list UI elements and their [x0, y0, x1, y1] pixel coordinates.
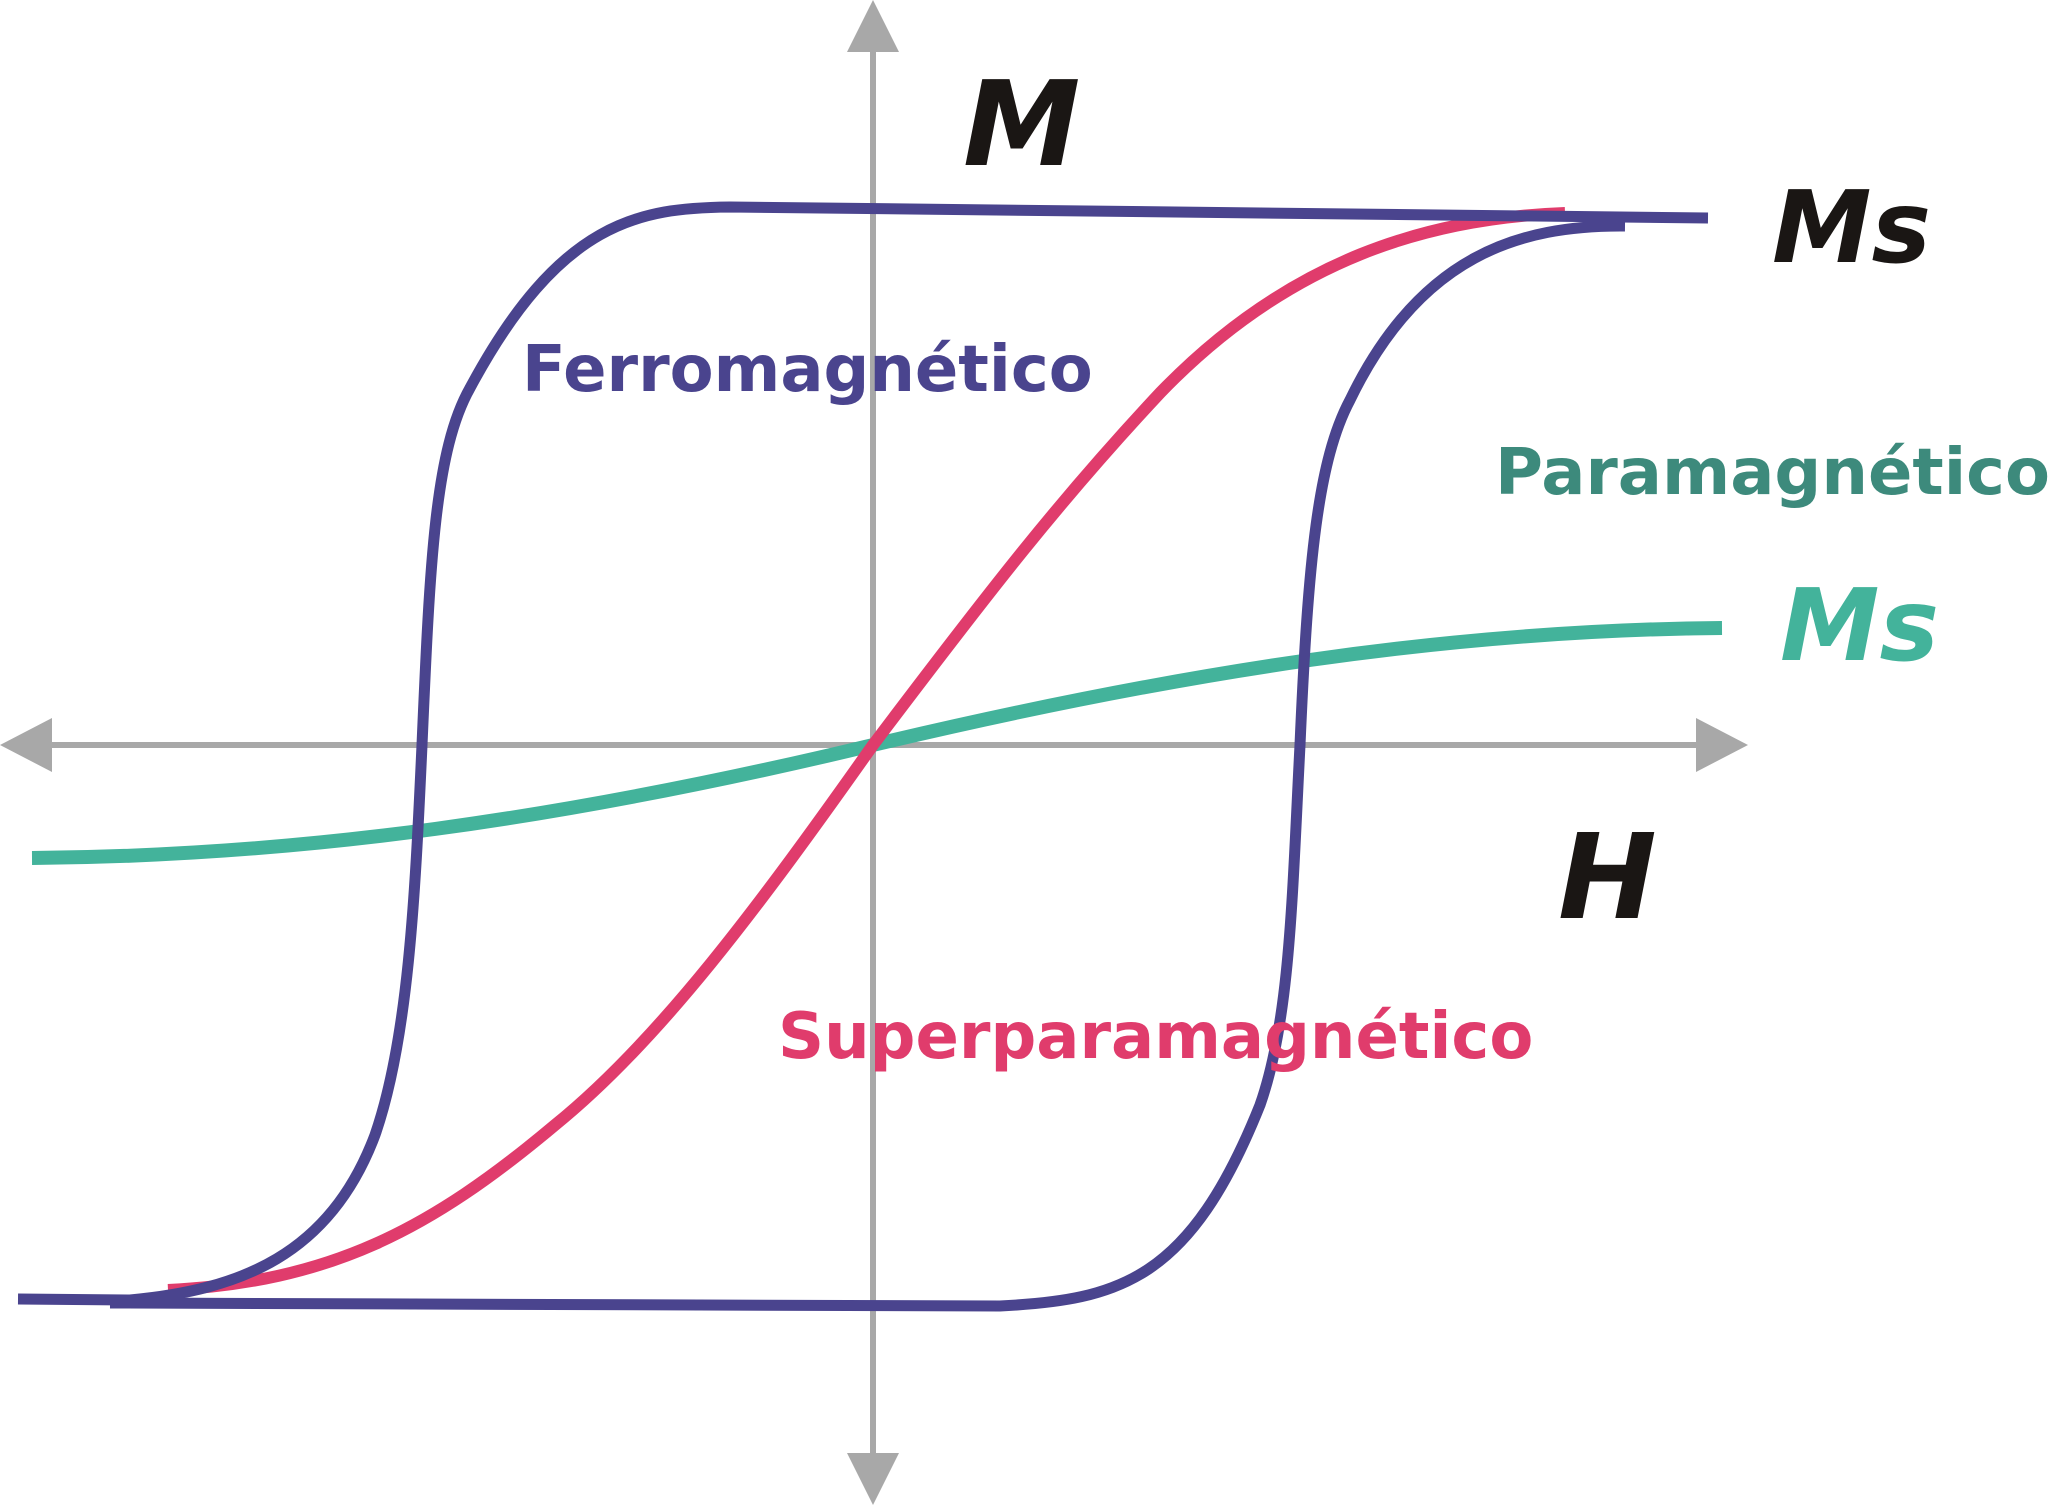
m-axis-label: M [963, 55, 1080, 193]
paramagnetic-label: Paramagnético [1495, 436, 2050, 510]
h-axis-right-arrow [1696, 718, 1748, 772]
ferromagnetic-curve [17, 201, 1709, 1306]
m-axis-bottom-arrow [847, 1453, 899, 1505]
paramagnetic-saturation-label: Ms [1780, 567, 1939, 684]
m-axis-top-arrow [847, 0, 899, 52]
superparamagnetic-curve [167, 207, 1566, 1296]
superparamagnetic-label: Superparamagnético [778, 1000, 1533, 1074]
h-axis-label: H [1558, 808, 1657, 946]
ferromagnetic-label: Ferromagnético [522, 333, 1093, 407]
h-axis-left-arrow [0, 718, 52, 772]
ferromagnetic-curve-ascending [109, 220, 1626, 1312]
ferromagnetic-saturation-label: Ms [1772, 169, 1931, 286]
